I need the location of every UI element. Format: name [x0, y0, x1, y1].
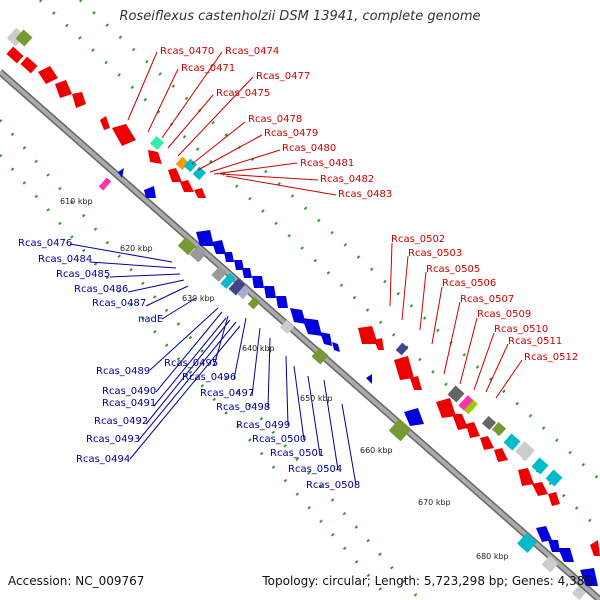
- topology-text: Topology: circular; Length: 5,723,298 bp…: [262, 574, 592, 588]
- genome-backbone: [0, 69, 600, 600]
- gene-label: Rcas_0501: [270, 448, 324, 459]
- gene-label: Rcas_0477: [256, 71, 310, 82]
- gene-label: Rcas_0496: [182, 372, 236, 383]
- gene-label: Rcas_0512: [524, 352, 578, 363]
- gene-label: Rcas_0509: [477, 309, 531, 320]
- gene-label: Rcas_0481: [300, 158, 354, 169]
- gene-label: Rcas_0470: [160, 46, 214, 57]
- gene-label: Rcas_0500: [252, 434, 306, 445]
- accession-text: Accession: NC_009767: [8, 574, 145, 588]
- gene-label: Rcas_0489: [96, 366, 150, 377]
- kbp-label: 630 kbp: [182, 294, 215, 303]
- gene-label: Rcas_0497: [200, 388, 254, 399]
- forward-gene-labels: Rcas_0470 Rcas_0474 Rcas_0471 Rcas_0477 …: [160, 46, 578, 363]
- gene-label: Rcas_0475: [216, 88, 270, 99]
- gene-label: Rcas_0486: [74, 284, 128, 295]
- leader-lines-reverse: [69, 243, 357, 486]
- gene-label: Rcas_0485: [56, 269, 110, 280]
- gene-label: nadE: [138, 314, 163, 325]
- forward-colored-blocks: [6, 27, 563, 487]
- gene-label: Rcas_0511: [508, 336, 562, 347]
- kbp-label: 620 kbp: [120, 244, 153, 253]
- gene-label: Rcas_0479: [264, 128, 318, 139]
- kbp-label: 660 kbp: [360, 446, 393, 455]
- kbp-label: 680 kbp: [476, 552, 509, 561]
- gene-label: Rcas_0504: [288, 464, 342, 475]
- kbp-label: 610 kbp: [60, 197, 93, 206]
- gene-label: Rcas_0476: [18, 238, 72, 249]
- reverse-colored-blocks: [98, 177, 587, 600]
- gene-label: Rcas_0502: [391, 234, 445, 245]
- forward-genes-track: [6, 46, 600, 556]
- gene-label: Rcas_0491: [102, 398, 156, 409]
- gene-label: Rcas_0478: [248, 114, 302, 125]
- kbp-label: 670 kbp: [418, 498, 451, 507]
- gene-label: Rcas_0483: [338, 189, 392, 200]
- gene-label: Rcas_0505: [426, 264, 480, 275]
- gene-label: Rcas_0474: [225, 46, 279, 57]
- gene-label: Rcas_0490: [102, 386, 156, 397]
- gene-label: Rcas_0510: [494, 324, 548, 335]
- kbp-scale: 610 kbp 620 kbp 630 kbp 640 kbp 650 kbp …: [60, 197, 509, 561]
- reverse-gene-labels: Rcas_0476 Rcas_0484 Rcas_0485 Rcas_0486 …: [18, 238, 360, 491]
- gene-label: Rcas_0493: [86, 434, 140, 445]
- gene-label: Rcas_0508: [306, 480, 360, 491]
- gene-label: Rcas_0495: [164, 358, 218, 369]
- gene-label: Rcas_0507: [460, 294, 514, 305]
- gene-label: Rcas_0471: [181, 63, 235, 74]
- leader-lines-forward: [127, 51, 523, 399]
- gene-label: Rcas_0498: [216, 402, 270, 413]
- kbp-label: 640 kbp: [242, 344, 275, 353]
- gene-label: Rcas_0506: [442, 278, 496, 289]
- gene-label: Rcas_0494: [76, 454, 130, 465]
- gene-label: Rcas_0492: [94, 416, 148, 427]
- reverse-genes-track: [118, 168, 598, 586]
- kbp-label: 650 kbp: [300, 394, 333, 403]
- gene-label: Rcas_0499: [236, 420, 290, 431]
- gene-label: Rcas_0480: [282, 143, 336, 154]
- map-title: Roseiflexus castenholzii DSM 13941, comp…: [119, 9, 481, 24]
- gene-label: Rcas_0487: [92, 298, 146, 309]
- gene-label: Rcas_0484: [38, 254, 92, 265]
- gene-label: Rcas_0503: [408, 248, 462, 259]
- gene-label: Rcas_0482: [320, 174, 374, 185]
